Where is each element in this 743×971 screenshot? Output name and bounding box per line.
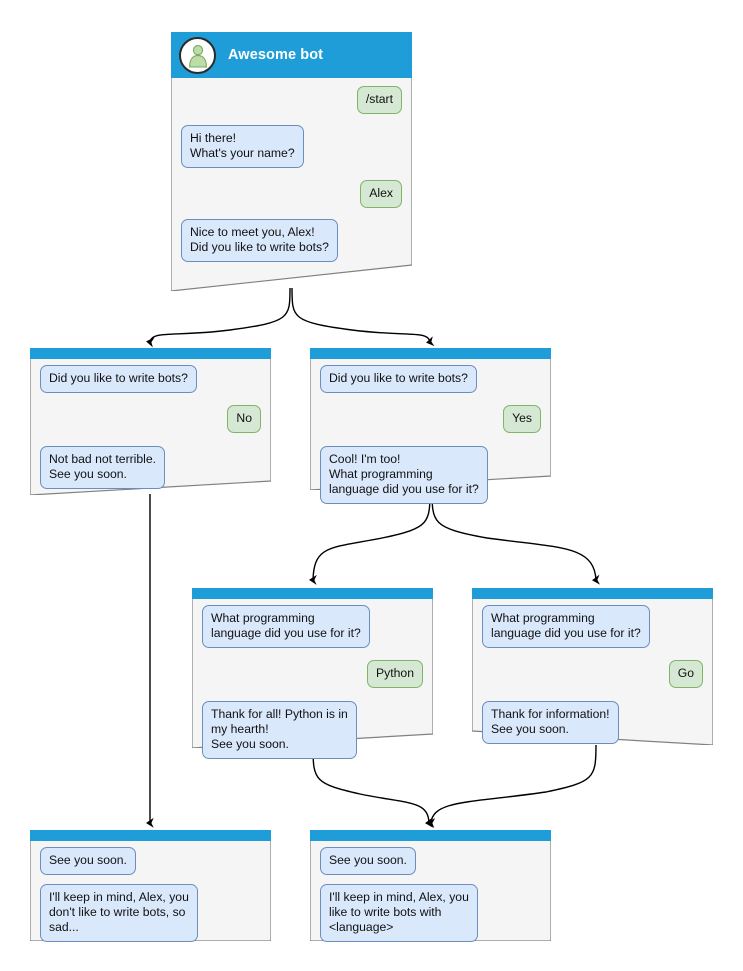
node-card-yes-branch[interactable]: Did you like to write bots? Yes Cool! I'… [310, 348, 551, 504]
message-row: Thank for all! Python is in my hearth! S… [202, 701, 423, 759]
message-row: Did you like to write bots? [40, 365, 261, 393]
message-bubble-bot: Not bad not terrible. See you soon. [40, 446, 166, 489]
node-card-go-branch[interactable]: What programming language did you use fo… [472, 588, 713, 745]
message-bubble-bot: I'll keep in mind, Alex, you like to wri… [320, 884, 478, 942]
edge-python-to-end-yes [312, 747, 433, 828]
edge-root-to-no [146, 287, 291, 348]
card-header-bar [30, 830, 271, 841]
node-card-no-branch[interactable]: Did you like to write bots? No Not bad n… [30, 348, 271, 495]
message-bubble-bot: See you soon. [40, 847, 136, 875]
message-bubble-bot: What programming language did you use fo… [202, 605, 370, 648]
message-bubble-user: Yes [503, 405, 541, 433]
person-avatar-icon [179, 36, 216, 74]
message-bubble-bot: Thank for all! Python is in my hearth! S… [202, 701, 357, 759]
message-row: I'll keep in mind, Alex, you don't like … [40, 884, 261, 942]
message-bubble-bot: Thank for information! See you soon. [482, 701, 619, 744]
message-bubble-user: Python [367, 660, 423, 688]
message-row: Go [482, 660, 703, 688]
edge-root-to-yes [291, 287, 435, 347]
message-bubble-bot: Cool! I'm too! What programming language… [320, 446, 488, 504]
card-header-bar [192, 588, 433, 599]
message-row: Cool! I'm too! What programming language… [320, 446, 541, 504]
message-bubble-user: Go [668, 660, 703, 688]
edge-go-to-end-yes [427, 744, 597, 829]
chat-end-yes: See you soon. I'll keep in mind, Alex, y… [310, 841, 551, 942]
message-row: Hi there! What's your name? [181, 125, 402, 168]
bot-name-label: Awesome bot [228, 47, 324, 63]
message-row: Python [202, 660, 423, 688]
node-card-root[interactable]: Awesome bot /start Hi there! What's your… [171, 32, 412, 291]
message-bubble-user: Alex [360, 180, 402, 208]
message-bubble-bot: Hi there! What's your name? [181, 125, 304, 168]
card-header-root: Awesome bot [171, 32, 412, 78]
message-bubble-bot: What programming language did you use fo… [482, 605, 650, 648]
message-row: Thank for information! See you soon. [482, 701, 703, 744]
message-row: See you soon. [320, 847, 541, 875]
message-row: Did you like to write bots? [320, 365, 541, 393]
chat-no-branch: Did you like to write bots? No Not bad n… [30, 359, 271, 489]
message-bubble-bot: I'll keep in mind, Alex, you don't like … [40, 884, 198, 942]
message-row: Not bad not terrible. See you soon. [40, 446, 261, 489]
card-header-bar [30, 348, 271, 359]
message-row: Nice to meet you, Alex! Did you like to … [181, 219, 402, 262]
message-bubble-user: /start [356, 86, 402, 114]
message-row: See you soon. [40, 847, 261, 875]
node-card-end-no[interactable]: See you soon. I'll keep in mind, Alex, y… [30, 830, 271, 942]
card-header-bar [472, 588, 713, 599]
message-row: What programming language did you use fo… [202, 605, 423, 648]
message-bubble-bot: Did you like to write bots? [40, 365, 197, 393]
message-bubble-user: No [227, 405, 261, 433]
message-row: /start [181, 86, 402, 114]
message-row: No [40, 405, 261, 433]
chat-go-branch: What programming language did you use fo… [472, 599, 713, 744]
chat-root: /start Hi there! What's your name? Alex … [171, 78, 412, 262]
message-bubble-bot: See you soon. [320, 847, 416, 875]
message-bubble-bot: Nice to meet you, Alex! Did you like to … [181, 219, 338, 262]
message-row: I'll keep in mind, Alex, you like to wri… [320, 884, 541, 942]
message-row: Yes [320, 405, 541, 433]
message-bubble-bot: Did you like to write bots? [320, 365, 477, 393]
card-header-bar [310, 830, 551, 841]
node-card-python-branch[interactable]: What programming language did you use fo… [192, 588, 433, 759]
message-row: Alex [181, 180, 402, 208]
message-row: What programming language did you use fo… [482, 605, 703, 648]
node-card-end-yes[interactable]: See you soon. I'll keep in mind, Alex, y… [310, 830, 551, 942]
chat-yes-branch: Did you like to write bots? Yes Cool! I'… [310, 359, 551, 504]
chat-end-no: See you soon. I'll keep in mind, Alex, y… [30, 841, 271, 942]
card-header-bar [310, 348, 551, 359]
chat-python-branch: What programming language did you use fo… [192, 599, 433, 759]
